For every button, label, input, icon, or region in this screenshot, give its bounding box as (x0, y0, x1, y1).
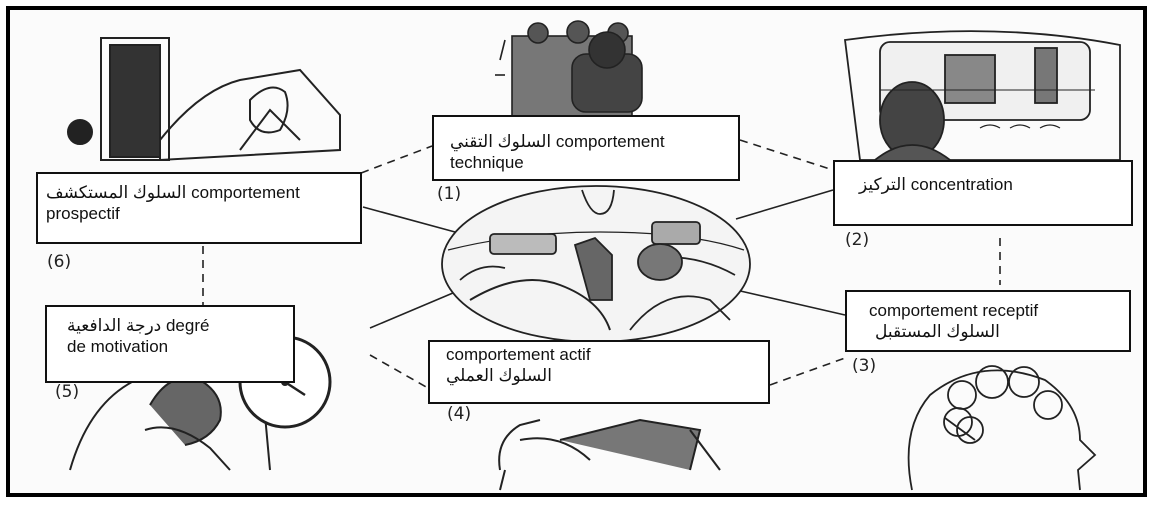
node-technique-box: السلوك التقني comportement technique (432, 115, 740, 181)
node-receptif-number: (3) (852, 356, 876, 376)
connector-line (736, 190, 833, 219)
node-technique-number: (1) (437, 184, 461, 204)
node-prospectif-line2: prospectif (46, 203, 350, 224)
node-actif-number: (4) (447, 404, 471, 424)
driver-back-view-icon (495, 21, 642, 118)
node-motivation-box: درجة الدافعية degré de motivation (45, 305, 295, 383)
node-technique-line1: السلوك التقني comportement (450, 131, 728, 152)
node-concentration-line1: التركيز concentration (859, 174, 1121, 195)
node-prospectif-box: السلوك المستكشف comportement prospectif (36, 172, 362, 244)
node-motivation-line2: de motivation (67, 336, 283, 357)
node-actif-line1: comportement actif (446, 344, 758, 365)
node-receptif-line2: السلوك المستقبل (869, 321, 1119, 342)
node-concentration-box: التركيز concentration (833, 160, 1133, 226)
node-prospectif-line1: السلوك المستكشف comportement (46, 182, 350, 203)
node-actif-line2: السلوك العملي (446, 365, 758, 386)
node-receptif-line1: comportement receptif (869, 300, 1119, 321)
windshield-view-icon (845, 31, 1120, 160)
connector-line (736, 290, 845, 315)
node-prospectif-number: (6) (47, 252, 71, 272)
connector-line (370, 355, 428, 388)
node-motivation-number: (5) (55, 382, 79, 402)
car-interior-driver-view-icon (442, 186, 750, 342)
node-actif-box: comportement actif السلوك العملي (428, 340, 770, 404)
door-car-icon (68, 38, 340, 160)
node-technique-line2: technique (450, 152, 728, 173)
connector-line (370, 290, 460, 328)
head-profile-icon (909, 366, 1095, 490)
connector-line (740, 140, 833, 170)
connector-line (770, 358, 845, 385)
node-motivation-line1: درجة الدافعية degré (67, 315, 283, 336)
hands-steering-icon (499, 420, 720, 490)
connector-line (363, 207, 455, 232)
node-concentration-number: (2) (845, 230, 869, 250)
node-receptif-box: comportement receptif السلوك المستقبل (845, 290, 1131, 352)
